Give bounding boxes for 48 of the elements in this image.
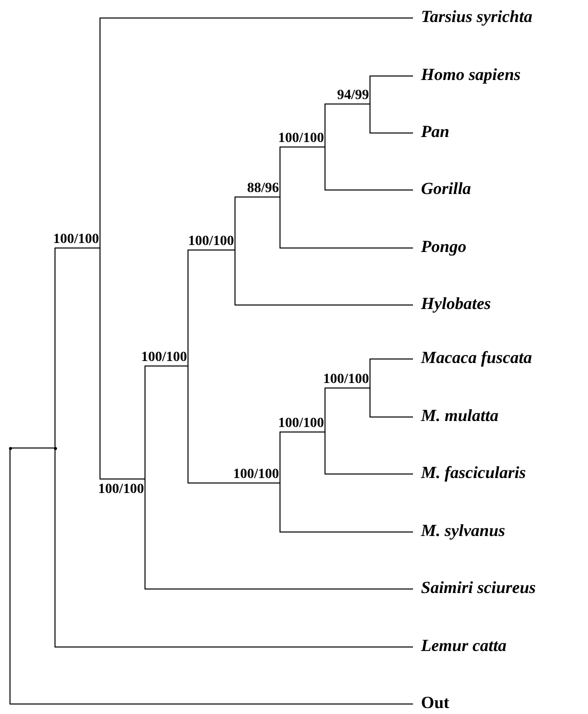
bootstrap-value: 100/100 <box>278 416 324 431</box>
bootstrap-value: 88/96 <box>247 181 279 196</box>
taxon-label: M. mulatta <box>421 406 498 426</box>
tree-branch <box>280 196 414 248</box>
bootstrap-value: 100/100 <box>53 232 99 247</box>
tree-branch <box>54 448 414 648</box>
tree-branch <box>144 478 414 590</box>
tree-branch <box>234 250 414 306</box>
bootstrap-value: 100/100 <box>233 467 279 482</box>
tree-branch <box>324 388 370 432</box>
bootstrap-value: 100/100 <box>323 372 369 387</box>
tree-branch <box>100 248 146 480</box>
bootstrap-value: 94/99 <box>337 88 369 103</box>
tree-branch <box>188 250 236 366</box>
taxon-label: Out <box>421 693 450 713</box>
bootstrap-value: 100/100 <box>141 350 187 365</box>
tree-branch <box>280 482 414 532</box>
tree-branch <box>188 366 280 484</box>
tree-branch <box>144 366 188 480</box>
branch-node <box>54 446 56 450</box>
taxon-label: Gorilla <box>421 179 472 199</box>
taxon-label: Pan <box>421 122 450 142</box>
tree-branch <box>280 146 326 198</box>
bootstrap-value: 100/100 <box>278 131 324 146</box>
taxon-label: Tarsius syrichta <box>421 7 532 27</box>
tree-branch <box>100 18 414 248</box>
tree-branch <box>370 358 414 388</box>
tree-branch <box>370 76 414 104</box>
taxon-label: Saimiri sciureus <box>421 578 536 598</box>
tree-branch <box>324 146 414 190</box>
bootstrap-value: 100/100 <box>98 482 144 497</box>
bootstrap-value: 100/100 <box>188 234 234 249</box>
tree-branch <box>54 248 100 448</box>
taxon-label: Pongo <box>421 237 466 257</box>
taxon-label: M. sylvanus <box>421 521 506 541</box>
tree-branch <box>234 196 280 250</box>
tree-branch <box>280 432 326 484</box>
tree-branch <box>324 432 414 474</box>
taxon-label: Hylobates <box>421 294 491 314</box>
branch-node <box>8 446 12 450</box>
tree-branch <box>370 388 414 418</box>
taxon-label: Homo sapiens <box>421 65 521 85</box>
tree-branch <box>324 104 370 148</box>
taxon-label: Lemur catta <box>421 636 506 656</box>
taxon-label: Macaca fuscata <box>421 348 532 368</box>
tree-branch <box>10 448 414 704</box>
taxon-label: M. fascicularis <box>421 463 526 483</box>
tree-branch <box>370 104 414 134</box>
